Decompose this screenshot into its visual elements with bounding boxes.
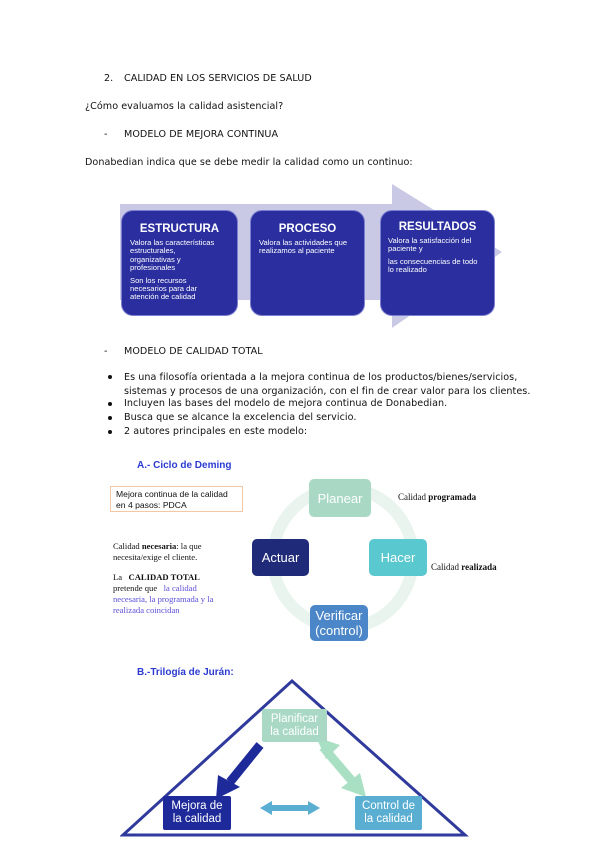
section-number: 2. [104,73,114,84]
arrow-improve-control [260,801,320,815]
estructura-title: ESTRUCTURA [139,223,220,235]
total-quality-title: MODELO DE CALIDAD TOTAL [124,346,263,357]
act-node: Actuar [252,539,309,576]
bullet-item-1: Es una filosofía orientada a la mejora c… [124,372,531,397]
proceso-body: Valora las actividades que realizamos al… [259,238,348,256]
question-text: ¿Cómo evaluamos la calidad asistencial? [85,101,284,112]
label-calidad-programada: Calidad programada [398,492,477,502]
proceso-box: PROCESO Valora las actividades que reali… [250,210,365,316]
deming-title: A.- Ciclo de Deming [137,460,232,471]
total-quality-dash: - [104,346,108,357]
bullet-item-2: Incluyen las bases del modelo de mejora … [124,398,448,409]
subsection-title-mejora: MODELO DE MEJORA CONTINUA [124,129,279,140]
bullet-icon [108,430,112,434]
calidad-necesaria-text: Calidad necesaria: la que necesita/exige… [113,541,202,562]
pdca-note-box: Mejora continua de la calidad en 4 pasos… [110,486,243,512]
subsection-dash: - [104,129,108,140]
bullet-item-4: 2 autores principales en este modelo: [124,426,308,437]
label-calidad-realizada: Calidad realizada [431,562,497,572]
bullet-icon [108,402,112,406]
plan-node: Planear [309,479,371,517]
arrow-improve-plan [216,742,264,799]
arrow-plan-control [316,737,366,797]
check-node: Verificar(control) [310,605,368,641]
bullet-icon [108,416,112,420]
bullet-icon [108,375,112,379]
juran-triangle [120,678,469,837]
proceso-title: PROCESO [278,223,337,235]
do-node: Hacer [369,539,427,576]
resultados-box: RESULTADOS Valora la satisfacción del pa… [380,210,495,316]
estructura-box: ESTRUCTURA Valora las características es… [121,210,238,316]
calidad-total-text: La CALIDAD TOTAL pretende que la calidad… [113,572,214,615]
estructura-body: Valora las características estructurales… [130,238,215,302]
juran-title: B.-Trilogía de Jurán: [137,667,234,678]
resultados-title: RESULTADOS [398,221,477,233]
section-title: CALIDAD EN LOS SERVICIOS DE SALUD [124,73,312,84]
intro-text: Donabedian indica que se debe medir la c… [85,157,413,168]
bullet-item-3: Busca que se alcance la excelencia del s… [124,412,357,423]
resultados-body: Valora la satisfacción del paciente y la… [388,236,478,275]
